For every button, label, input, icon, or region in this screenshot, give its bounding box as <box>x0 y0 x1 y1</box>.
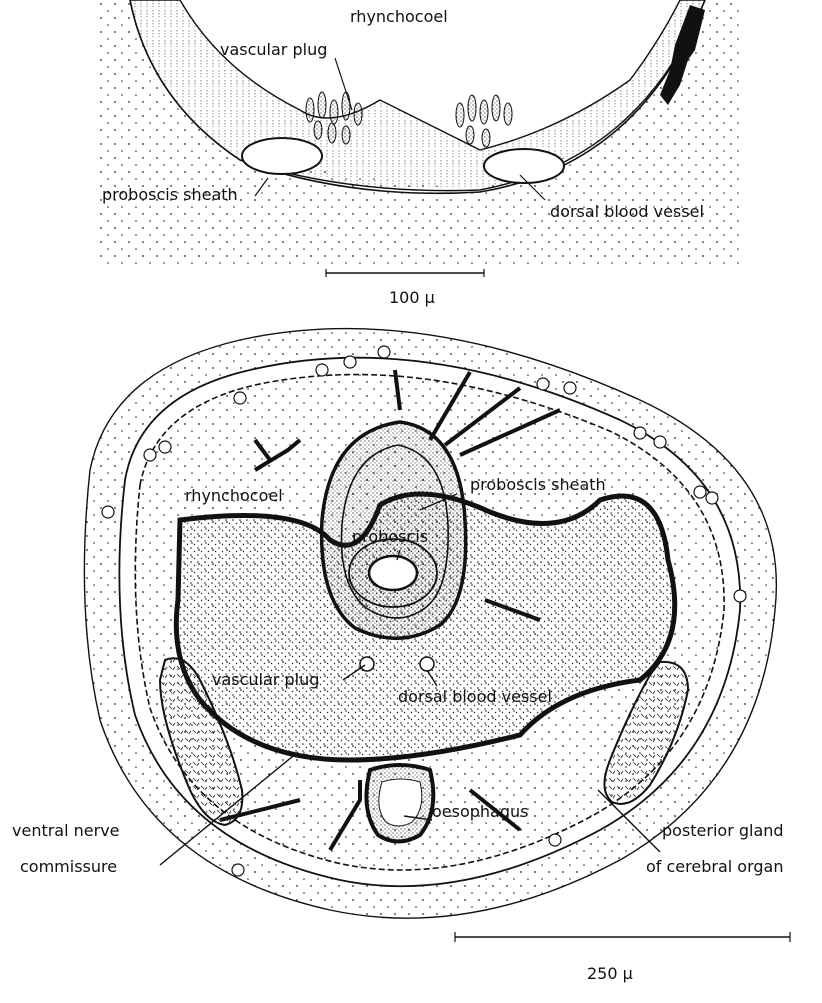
top-label-rhynchocoel: rhynchocoel <box>350 8 448 26</box>
top-panel <box>95 0 740 277</box>
label-posterior-gland-line1: posterior gland <box>662 822 784 840</box>
dorsal-blood-vessel-left <box>360 657 374 671</box>
label-ventral-nerve-line1: ventral nerve <box>12 822 120 840</box>
top-scale-bar-label: 100 μ <box>389 289 435 307</box>
top-dorsal-blood-vessel-left <box>242 138 322 174</box>
label-posterior-gland-line2: of cerebral organ <box>646 858 783 876</box>
bottom-scale-bar-label: 250 μ <box>587 965 633 983</box>
top-label-proboscis-sheath: proboscis sheath <box>102 186 238 204</box>
top-label-dorsal-blood-vessel: dorsal blood vessel <box>550 203 704 221</box>
dorsal-blood-vessel-right <box>420 657 434 671</box>
top-label-vascular-plug: vascular plug <box>220 41 327 59</box>
label-rhynchocoel: rhynchocoel <box>185 487 283 505</box>
top-dorsal-blood-vessel-right <box>484 149 564 183</box>
label-dorsal-blood-vessel: dorsal blood vessel <box>398 688 552 706</box>
label-ventral-nerve-line2: commissure <box>20 858 117 876</box>
top-vascular-plug-right <box>456 95 512 147</box>
label-oesophagus: oesophagus <box>432 803 529 821</box>
bottom-panel <box>84 329 790 942</box>
proboscis-lumen <box>369 556 417 590</box>
label-proboscis-sheath: proboscis sheath <box>470 476 606 494</box>
label-vascular-plug: vascular plug <box>212 671 319 689</box>
label-proboscis: proboscis <box>352 528 428 546</box>
